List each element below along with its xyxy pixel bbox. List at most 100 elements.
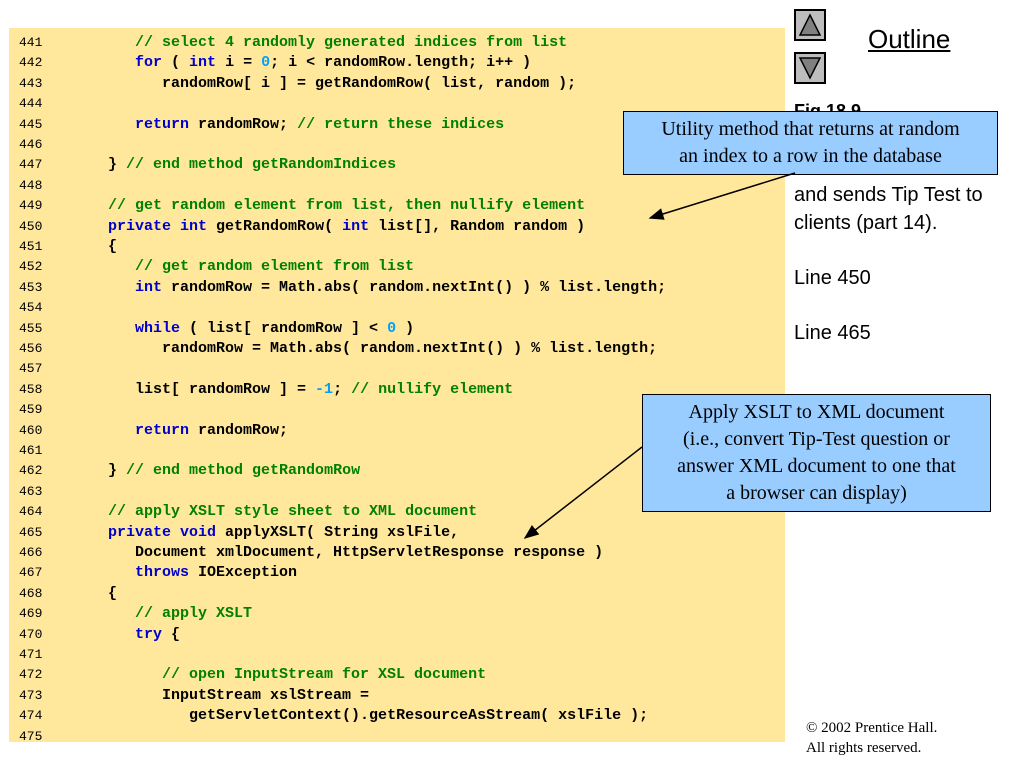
code-line: 453 int randomRow = Math.abs( random.nex… (9, 278, 785, 298)
code-token: ( list[ randomRow ] < (180, 319, 388, 337)
code-token: IOException (189, 564, 298, 582)
keyword-token: return (135, 115, 190, 133)
keyword-token: int (189, 54, 217, 72)
keyword-token: int (135, 278, 163, 296)
code-line: 445 return randomRow; // return these in… (9, 115, 785, 135)
line-number: 469 (19, 606, 43, 622)
code-token: randomRow[ i ] = getRandomRow( list, ran… (162, 74, 577, 92)
code-text: try { (81, 625, 180, 645)
keyword-token: try (135, 625, 163, 643)
line-number: 472 (19, 667, 43, 683)
number-token: 0 (387, 319, 397, 337)
code-text: throws IOException (81, 563, 297, 583)
code-token: ; i < randomRow.length; i++ ) (270, 54, 532, 72)
code-line: 468 { (9, 584, 785, 604)
keyword-token: throws (135, 564, 190, 582)
code-text: while ( list[ randomRow ] < 0 ) (81, 319, 414, 339)
line-number: 473 (19, 687, 43, 703)
code-line: 465 private void applyXSLT( String xslFi… (9, 523, 785, 543)
callout-text-line: a browser can display) (726, 482, 907, 504)
code-token (81, 544, 135, 561)
code-text: for ( int i = 0; i < randomRow.length; i… (81, 53, 531, 73)
line-number: 450 (19, 218, 43, 234)
line-number: 457 (19, 361, 43, 377)
next-slide-button[interactable] (794, 52, 826, 84)
code-line: 472 // open InputStream for XSL document (9, 665, 785, 685)
line-number: 460 (19, 422, 43, 438)
code-token (81, 462, 108, 479)
line-number: 452 (19, 259, 43, 275)
code-token (81, 156, 108, 173)
line-number: 466 (19, 545, 43, 560)
code-token: getRandomRow( (207, 217, 343, 235)
code-token: randomRow = Math.abs( random.nextInt() )… (162, 340, 658, 357)
code-token (81, 34, 135, 51)
comment-token: // apply XSLT style sheet to XML documen… (108, 503, 478, 521)
comment-token: // end method getRandomIndices (126, 156, 397, 174)
code-line: 451 { (9, 237, 785, 257)
line-number: 470 (19, 626, 43, 642)
callout-text-line: an index to a row in the database (679, 145, 942, 167)
code-line: 474 getServletContext().getResourceAsStr… (9, 706, 785, 726)
code-line: 471 (9, 645, 785, 665)
code-token (81, 116, 135, 133)
code-text: { (81, 237, 117, 257)
code-token: randomRow = Math.abs( random.nextInt() )… (162, 278, 667, 296)
line-number: 451 (19, 239, 43, 254)
callout-applyxslt: Apply XSLT to XML document (i.e., conver… (642, 394, 991, 512)
keyword-token: for (135, 54, 163, 72)
code-token (81, 197, 108, 214)
code-line: 447 } // end method getRandomIndices (9, 155, 785, 175)
code-token (81, 381, 135, 398)
code-text: return randomRow; // return these indice… (81, 115, 504, 135)
code-text: randomRow[ i ] = getRandomRow( list, ran… (81, 74, 576, 94)
code-text: { (81, 584, 117, 604)
code-token (81, 605, 135, 622)
code-line: 444 (9, 94, 785, 114)
line-number: 447 (19, 157, 43, 173)
keyword-token: private int (108, 217, 208, 235)
comment-token: // nullify element (351, 380, 514, 398)
code-line: 469 // apply XSLT (9, 604, 785, 624)
code-token: i = (216, 54, 262, 72)
code-line: 441 // select 4 randomly generated indic… (9, 33, 785, 53)
line-number: 467 (19, 565, 43, 581)
line-number: 441 (19, 35, 43, 50)
line-number: 453 (19, 279, 43, 295)
code-token (81, 258, 135, 275)
callout-text-line: Utility method that returns at random (661, 118, 960, 140)
line-number: 471 (19, 647, 43, 662)
code-token: ( (162, 54, 190, 72)
line-number: 458 (19, 381, 43, 397)
code-text: // select 4 randomly generated indices f… (81, 33, 567, 53)
code-text: // open InputStream for XSL document (81, 665, 486, 685)
code-line: 456 randomRow = Math.abs( random.nextInt… (9, 339, 785, 359)
code-text: InputStream xslStream = (81, 686, 369, 706)
code-line: 461 (9, 441, 785, 461)
comment-token: // get random element from list (135, 258, 415, 276)
code-token: Document xmlDocument, HttpServletRespons… (135, 544, 604, 561)
code-text: // apply XSLT (81, 604, 252, 624)
code-line: 460 return randomRow; (9, 421, 785, 441)
comment-token: // apply XSLT (135, 605, 253, 623)
comment-token: // open InputStream for XSL document (162, 666, 487, 684)
line-number: 459 (19, 402, 43, 418)
code-line: 466 Document xmlDocument, HttpServletRes… (9, 543, 785, 563)
copyright-line: © 2002 Prentice Hall. (806, 720, 938, 736)
code-token (81, 585, 108, 602)
code-token: list[ randomRow ] = (135, 380, 316, 398)
code-token (81, 75, 162, 92)
previous-slide-button[interactable] (794, 9, 826, 41)
code-token: list[], Random random ) (369, 217, 586, 235)
code-line: 450 private int getRandomRow( int list[]… (9, 217, 785, 237)
outline-link[interactable]: Outline (868, 24, 951, 54)
code-token: randomRow; (189, 421, 289, 439)
code-text: randomRow = Math.abs( random.nextInt() )… (81, 339, 657, 359)
code-line: 455 while ( list[ randomRow ] < 0 ) (9, 319, 785, 339)
code-text: getServletContext().getResourceAsStream(… (81, 706, 648, 726)
code-line: 475 (9, 727, 785, 747)
code-text: // apply XSLT style sheet to XML documen… (81, 502, 477, 522)
comment-token: // get random element from list, then nu… (108, 197, 586, 215)
code-text: Document xmlDocument, HttpServletRespons… (81, 543, 603, 563)
keyword-token: int (342, 217, 370, 235)
